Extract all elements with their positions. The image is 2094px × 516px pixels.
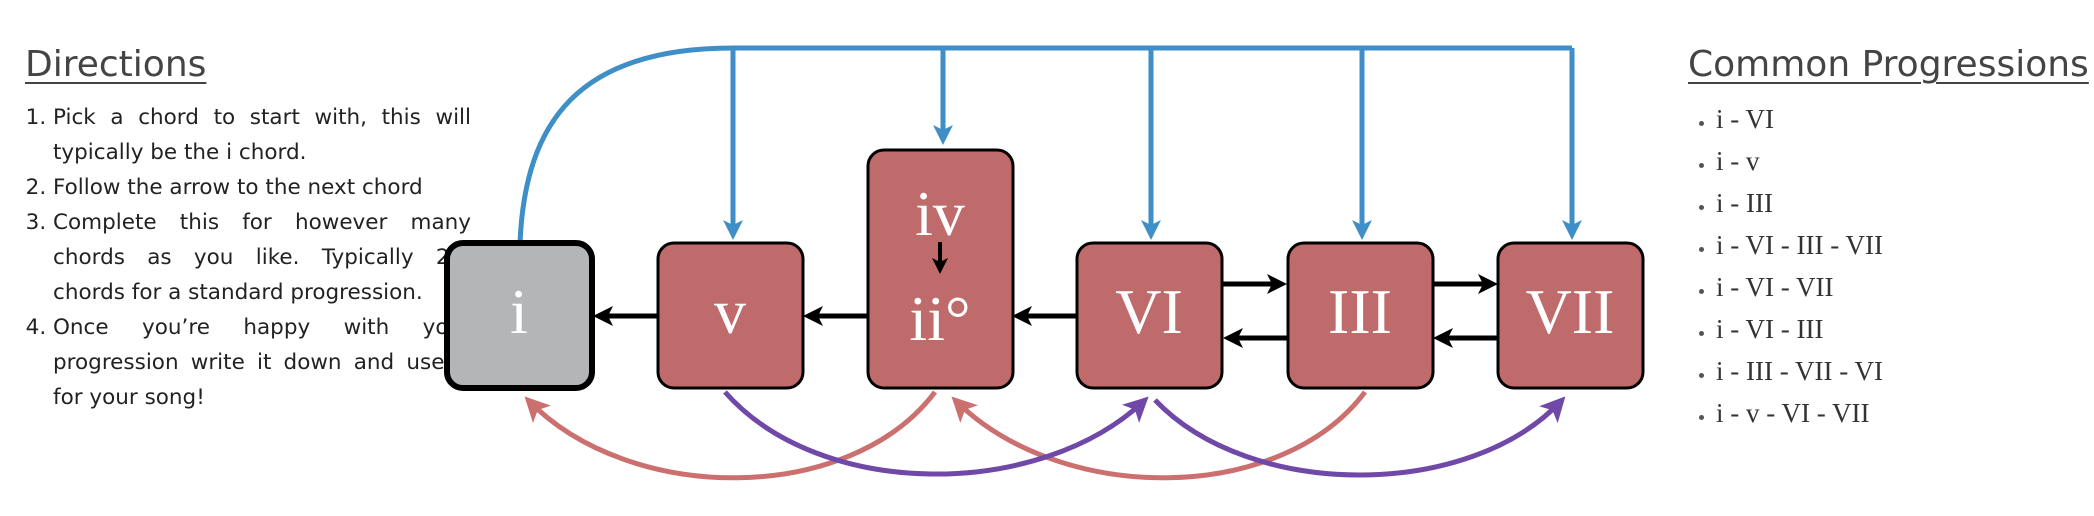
purple-arc-v-to-VI xyxy=(723,390,1149,477)
red-arc-III-to-iv xyxy=(951,390,1367,481)
purple-arc-VII-to-VI xyxy=(1153,396,1566,478)
chord-box-VII: VII xyxy=(1496,241,1645,390)
chord-box-v: v xyxy=(656,241,805,390)
progression-item: i - v xyxy=(1716,140,1883,182)
progression-item: i - III xyxy=(1716,182,1883,224)
chord-box-III: III xyxy=(1286,241,1435,390)
chord-label-v: v xyxy=(714,276,746,347)
chord-label-iv: iv xyxy=(915,178,965,249)
chord-label-ii-dim: ii° xyxy=(909,283,970,354)
chord-label-III: III xyxy=(1328,276,1392,347)
directions-list: Pick a chord to start with, this will ty… xyxy=(25,100,471,415)
chord-label-i: i xyxy=(510,276,528,347)
common-progressions-title: Common Progressions xyxy=(1688,44,2089,85)
progression-item: i - VI - III xyxy=(1716,308,1883,350)
direction-step: Follow the arrow to the next chord xyxy=(53,170,471,205)
progression-item: i - III - VII - VI xyxy=(1716,350,1883,392)
bottom-arcs xyxy=(524,390,1566,481)
progression-item: i - v - VI - VII xyxy=(1716,392,1883,434)
direction-step: Complete this for however many chords as… xyxy=(53,205,471,310)
progression-item: i - VI xyxy=(1716,98,1883,140)
chord-box-i: i xyxy=(444,240,595,391)
progressions-list: i - VI i - v i - III i - VI - III - VII … xyxy=(1688,98,1883,434)
blue-arrows xyxy=(517,45,1582,244)
chord-box-iv-ii: iv ii° xyxy=(866,148,1015,390)
direction-step: Pick a chord to start with, this will ty… xyxy=(53,100,471,170)
blue-arc-from-i xyxy=(517,45,734,244)
chord-label-VI: VI xyxy=(1115,276,1183,347)
progression-item: i - VI - III - VII xyxy=(1716,224,1883,266)
chord-box-VI: VI xyxy=(1075,241,1224,390)
chord-label-VII: VII xyxy=(1526,276,1615,347)
progression-item: i - VI - VII xyxy=(1716,266,1883,308)
directions-title: Directions xyxy=(25,44,207,85)
direction-step: Once you’re happy with your progression … xyxy=(53,310,471,415)
red-arc-iv-to-i xyxy=(524,390,937,481)
black-arrows xyxy=(593,274,1498,348)
